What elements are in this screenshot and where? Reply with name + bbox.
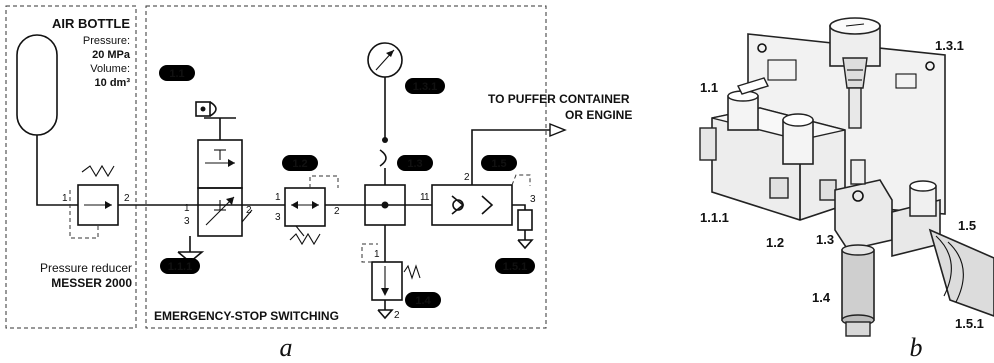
reducer-port-1: 1: [62, 193, 68, 204]
pneumatic-schematic: AIR BOTTLE Pressure: 20 MPa Volume: 10 d…: [5, 5, 632, 362]
fitting-1-5-illustration: [891, 180, 994, 317]
tag-1-5: [481, 155, 517, 171]
label-1-2: 1.2: [766, 235, 784, 250]
tag-1-1: [159, 65, 195, 81]
tag-1-3-text: 1.3: [407, 158, 422, 170]
tag-1-3: [397, 155, 433, 171]
reducer-label: Pressure reducer: [40, 261, 132, 275]
pressure-gauge-1-3-1: [367, 42, 403, 185]
plate-slot: [767, 59, 797, 81]
emergency-stop-frame: [145, 5, 547, 329]
label-1-4: 1.4: [812, 290, 831, 305]
v15-port-1: 1: [420, 192, 426, 203]
tag-1-3-1-text: 1.3.1: [413, 81, 437, 93]
v15-port-3: 3: [530, 194, 536, 205]
label-1-1: 1.1: [700, 80, 718, 95]
plate-slot: [895, 73, 917, 89]
reducer-port-2: 2: [124, 193, 130, 204]
bottle-supply-line: [36, 135, 78, 206]
plate-hole-icon: [925, 61, 935, 71]
label-1-5: 1.5: [958, 218, 976, 233]
v12-port-1: 1: [275, 192, 281, 203]
tag-1-2: [282, 155, 318, 171]
v11-port-2: 2: [246, 205, 252, 216]
tag-1-1-1: [160, 258, 200, 274]
tag-1-5-1: [495, 258, 535, 274]
valve-block-illustration: [699, 77, 846, 221]
label-1-3: 1.3: [816, 232, 834, 247]
v11-port-1: 1: [184, 203, 190, 214]
tag-1-1-text: 1.1: [169, 68, 184, 80]
label-1-3-1: 1.3.1: [935, 38, 964, 53]
v11-port-3: 3: [184, 216, 190, 227]
label-1-5-1: 1.5.1: [955, 316, 984, 331]
tag-1-2-text: 1.2: [292, 158, 307, 170]
tag-1-3-1: [405, 78, 445, 94]
reducer-model: MESSER 2000: [51, 276, 132, 290]
valve-1-2-symbol: [284, 175, 339, 246]
junction-1-3-illustration: [834, 159, 893, 337]
plate-hole-icon: [757, 43, 767, 53]
tag-1-5-1-text: 1.5.1: [503, 261, 527, 273]
v15-port-2: 2: [464, 172, 470, 183]
pressure-value: 20 MPa: [92, 49, 131, 61]
label-1-1-1: 1.1.1: [700, 210, 729, 225]
v12-port-3: 3: [275, 212, 281, 223]
output-label-line-2: OR ENGINE: [565, 108, 632, 122]
v14-port-2: 2: [394, 310, 400, 321]
tag-1-1-1-text: 1.1.1: [168, 261, 192, 273]
valve-1-5-symbol: [431, 122, 567, 250]
block-port-1: 1: [424, 192, 430, 203]
assembly-illustration: 1.3.1 1.1 1.1.1 1.2 1.3 1.4 1.5 1.5.1 b: [699, 17, 994, 362]
tag-1-5-text: 1.5: [491, 158, 506, 170]
valve-1-1-symbol: [177, 101, 253, 264]
output-label-line-1: TO PUFFER CONTAINER: [488, 92, 630, 106]
pressure-reducer-symbol: [69, 164, 119, 239]
volume-value: 10 dm³: [95, 77, 131, 89]
air-bottle-title: AIR BOTTLE: [52, 16, 130, 31]
tag-1-4-text: 1.4: [415, 295, 431, 307]
gauge-1-3-1-illustration: [829, 17, 881, 129]
valve-1-4-symbol: [361, 225, 421, 320]
pressure-label: Pressure:: [83, 35, 130, 47]
volume-label: Volume:: [90, 63, 130, 75]
section-label: EMERGENCY-STOP SWITCHING: [154, 309, 339, 323]
v14-port-1: 1: [374, 249, 380, 260]
air-bottle-frame: [5, 5, 137, 329]
caption-a: a: [280, 333, 293, 362]
caption-b: b: [910, 333, 923, 362]
air-bottle-tank: [16, 34, 58, 136]
v12-port-2: 2: [334, 206, 340, 217]
tag-1-4: [405, 292, 441, 308]
